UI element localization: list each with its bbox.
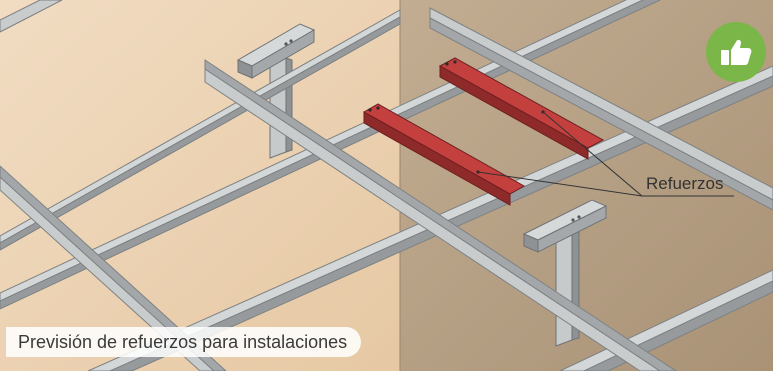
callout-line-back	[542, 111, 643, 197]
reinforcement-back	[438, 57, 605, 160]
cross-profile-3	[429, 7, 773, 211]
caption: Previsión de refuerzos para instalacione…	[6, 327, 362, 357]
cross-profile-1	[0, 165, 227, 371]
callout-line-front	[477, 171, 643, 197]
thumbs-up-badge	[706, 22, 766, 82]
reinforcement-front	[362, 103, 526, 206]
thumbs-up-icon	[721, 39, 752, 65]
callout-label: Refuerzos	[646, 174, 724, 193]
cross-profile-4	[0, 0, 63, 33]
main-profile-1	[0, 9, 401, 251]
cross-profile-2	[204, 59, 677, 371]
